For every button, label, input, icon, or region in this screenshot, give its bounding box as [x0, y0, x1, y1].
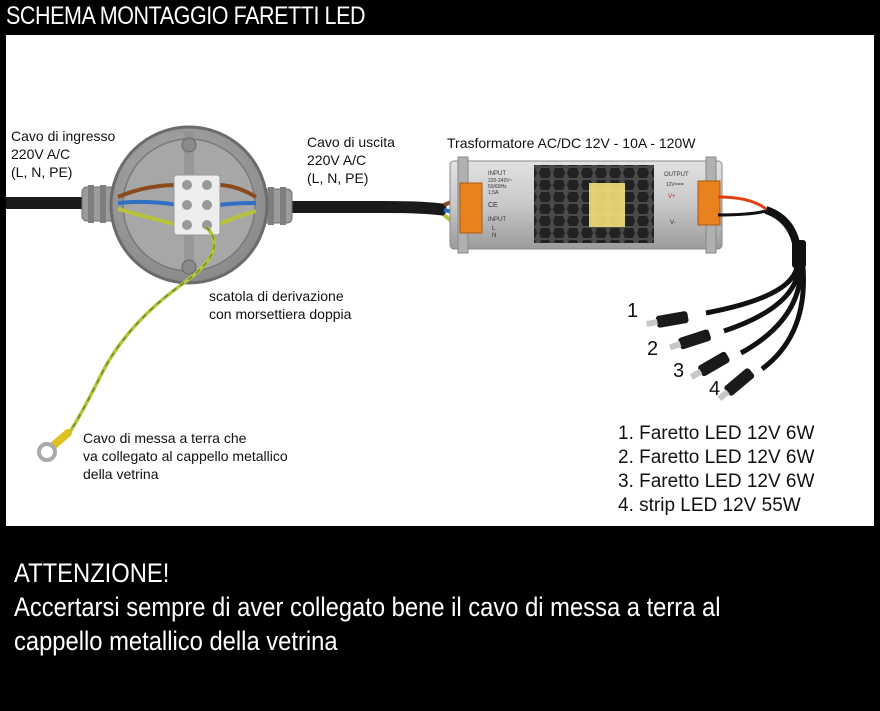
- legend-item: 3. Faretto LED 12V 6W: [618, 471, 815, 492]
- dc-connector-1: [646, 311, 689, 328]
- warning-line: cappello metallico della vetrina: [14, 626, 338, 656]
- connector-number-4: 4: [709, 378, 721, 400]
- connector-number-2: 2: [647, 338, 659, 360]
- dc-connector-3: [689, 351, 730, 380]
- ground-cable-label: Cavo di messa a terra che va collegato a…: [83, 430, 288, 482]
- ring-terminal: [37, 429, 72, 462]
- legend-item: 4. strip LED 12V 55W: [618, 495, 801, 516]
- psu-input-label-2: INPUT: [488, 217, 506, 223]
- psu-ce-mark: CE: [488, 202, 498, 209]
- psu-input-label: INPUT: [488, 171, 506, 177]
- output-cable: [288, 201, 447, 216]
- warning-heading: ATTENZIONE!: [14, 558, 170, 588]
- input-terminal: [459, 182, 483, 234]
- psu-n-label: N: [492, 233, 496, 239]
- legend-list: 1. Faretto LED 12V 6W 2. Faretto LED 12V…: [618, 422, 814, 518]
- warning-line: Accertarsi sempre di aver collegato bene…: [14, 592, 721, 622]
- dc-connector-2: [669, 329, 711, 351]
- output-terminal: [697, 180, 721, 226]
- psu-vminus-label: V-: [670, 220, 676, 226]
- transformer-label: Trasformatore AC/DC 12V - 10A - 120W: [447, 135, 696, 151]
- psu-vplus-label: V+: [668, 194, 676, 200]
- warning-notice: ATTENZIONE! Accertarsi sempre di aver co…: [14, 556, 806, 658]
- psu-output-label: OUTPUT: [664, 172, 689, 178]
- input-cable: [6, 197, 86, 209]
- output-cable-label: Cavo di uscita 220V A/C (L, N, PE): [307, 134, 395, 186]
- junction-box: [109, 125, 269, 285]
- psu-l-label: L: [492, 226, 496, 232]
- legend-item: 1. Faretto LED 12V 6W: [618, 423, 815, 444]
- wiring-diagram: INPUT 220-240V~ 50/60Hz 1.5A CE INPUT L …: [6, 125, 806, 462]
- page-title: SCHEMA MONTAGGIO FARETTI LED: [6, 2, 366, 30]
- splitter-branches: [705, 266, 806, 372]
- diagram-panel: INPUT 220-240V~ 50/60Hz 1.5A CE INPUT L …: [6, 35, 874, 526]
- psu-spec-3: 1.5A: [488, 190, 499, 196]
- power-supply: INPUT 220-240V~ 50/60Hz 1.5A CE INPUT L …: [449, 156, 723, 254]
- dc-connector-4: [717, 368, 755, 402]
- psu-output-voltage: 12V===: [666, 182, 684, 188]
- input-cable-label: Cavo di ingresso 220V A/C (L, N, PE): [11, 128, 116, 180]
- psu-spec-1: 220-240V~: [488, 178, 513, 184]
- psu-spec-2: 50/60Hz: [488, 184, 507, 190]
- connector-number-3: 3: [673, 360, 685, 382]
- legend-item: 2. Faretto LED 12V 6W: [618, 447, 815, 468]
- junction-box-label: scatola di derivazione con morsettiera d…: [209, 288, 352, 322]
- connector-number-1: 1: [627, 300, 639, 322]
- splitter-hub: [792, 240, 806, 268]
